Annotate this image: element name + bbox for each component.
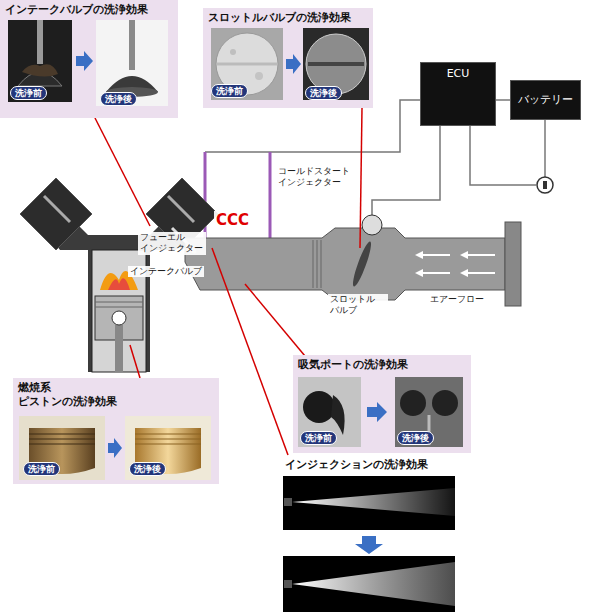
status-badge: 洗浄後 [100, 92, 137, 106]
effect-panel: インテークバルブの洗浄効果洗浄前 洗浄後 [0, 0, 178, 118]
photo-before [8, 20, 72, 102]
valve-stem [37, 20, 43, 64]
battery-box: バッテリー [510, 80, 581, 120]
airflow-arrow [415, 251, 468, 277]
spray-photo [283, 556, 455, 612]
intake-manifold [185, 228, 505, 300]
ecu-box: ECU [420, 62, 496, 126]
intake-port [303, 391, 335, 423]
part-label: エアーフロー [428, 294, 486, 305]
panel-heading: インテークバルブの洗浄効果 [0, 0, 178, 20]
throttle-plate [306, 34, 366, 94]
ignition-wire [470, 126, 536, 185]
photo-after [303, 28, 369, 100]
section-heading: インジェクションの洗浄効果 [283, 458, 430, 472]
panel-heading: 燃焼系 ピストンの洗浄効果 [13, 378, 135, 412]
status-badge: 洗浄前 [211, 84, 248, 98]
badge-text: 洗浄前 [11, 87, 46, 100]
part-label: スロットル バルブ [328, 294, 388, 317]
valve-spring [44, 196, 194, 222]
effect-panel: 吸気ポートの洗浄効果洗浄前 洗浄後 [293, 355, 471, 453]
fuel-spray [292, 488, 455, 516]
part-label: フューエル インジェクター [138, 232, 206, 255]
leader-line [245, 284, 305, 356]
arrow [76, 51, 93, 71]
effect-panel: スロットルバルブの洗浄効果洗浄前 洗浄後 [203, 8, 373, 108]
valve-photos [0, 0, 178, 118]
down-arrow [355, 536, 383, 554]
photo-before [298, 377, 361, 447]
badge-text: 洗浄前 [24, 463, 59, 476]
badge-text: 洗浄後 [130, 463, 165, 476]
carbon-deposit [230, 49, 236, 55]
airflow-arrow [423, 255, 495, 273]
battery-wire [544, 120, 546, 177]
status-badge: 洗浄後 [305, 86, 342, 100]
badge-text: 洗浄後 [101, 93, 136, 106]
box-text: バッテリー [511, 81, 580, 106]
combustion-flame [108, 278, 130, 290]
badge-text: 洗浄後 [306, 87, 341, 100]
bellows [313, 240, 321, 288]
box-text: ECU [421, 63, 495, 80]
intake-port [432, 390, 458, 416]
leader-line [360, 108, 362, 248]
throttle-valve [350, 240, 374, 288]
throttle-shaft [217, 63, 277, 66]
ignition-key [537, 177, 553, 193]
air-box [505, 222, 521, 306]
piston-pin [112, 311, 126, 325]
badge-text: 洗浄後 [398, 432, 433, 445]
photo-before [19, 416, 105, 480]
status-badge: 洗浄前 [23, 462, 60, 476]
wire-connector [496, 99, 510, 101]
photo-after [96, 20, 168, 106]
arrow [286, 54, 301, 74]
intake-port [400, 390, 426, 416]
leader-line [212, 248, 288, 455]
carbon-deposit [331, 395, 345, 435]
spray-photo [283, 476, 455, 530]
status-badge: 洗浄後 [397, 431, 434, 445]
panel-heading: スロットルバルブの洗浄効果 [203, 8, 373, 28]
fuel-spray [292, 562, 455, 606]
throttle-shaft [308, 62, 364, 66]
effect-panel: 燃焼系 ピストンの洗浄効果洗浄前 洗浄後 [13, 378, 219, 484]
status-badge: 洗浄後 [129, 462, 166, 476]
status-badge: 洗浄前 [10, 86, 47, 100]
valve-stem [129, 20, 135, 70]
badge-text: 洗浄前 [212, 85, 247, 98]
leader-line [130, 345, 140, 378]
cold-start-injector [269, 152, 272, 238]
piston-ring [29, 434, 95, 444]
carbon-deposit [22, 64, 58, 76]
panel-heading: 吸気ポートの洗浄効果 [293, 355, 471, 375]
cylinder-head [20, 178, 92, 250]
sensor-wire [372, 126, 440, 215]
leader-line [95, 118, 150, 226]
part-label: インテークバルブ [128, 266, 204, 277]
connecting-rod [115, 325, 123, 372]
piston-ring [95, 302, 143, 307]
arrow [367, 402, 387, 422]
photo-after [125, 416, 211, 480]
brand-mark: CCC [214, 211, 251, 230]
piston-ring [135, 434, 201, 444]
injector-nozzle [284, 580, 292, 588]
carbon-deposit [255, 72, 263, 80]
arrow [108, 438, 122, 458]
status-badge: 洗浄前 [300, 431, 337, 445]
injector-nozzle [284, 498, 292, 506]
badge-text: 洗浄前 [301, 432, 336, 445]
photo-after [395, 377, 463, 447]
part-label: コールドスタート インジェクター [276, 166, 356, 189]
photo-before [211, 28, 283, 100]
ignition-key [543, 181, 547, 189]
throttle-sensor [362, 215, 382, 235]
